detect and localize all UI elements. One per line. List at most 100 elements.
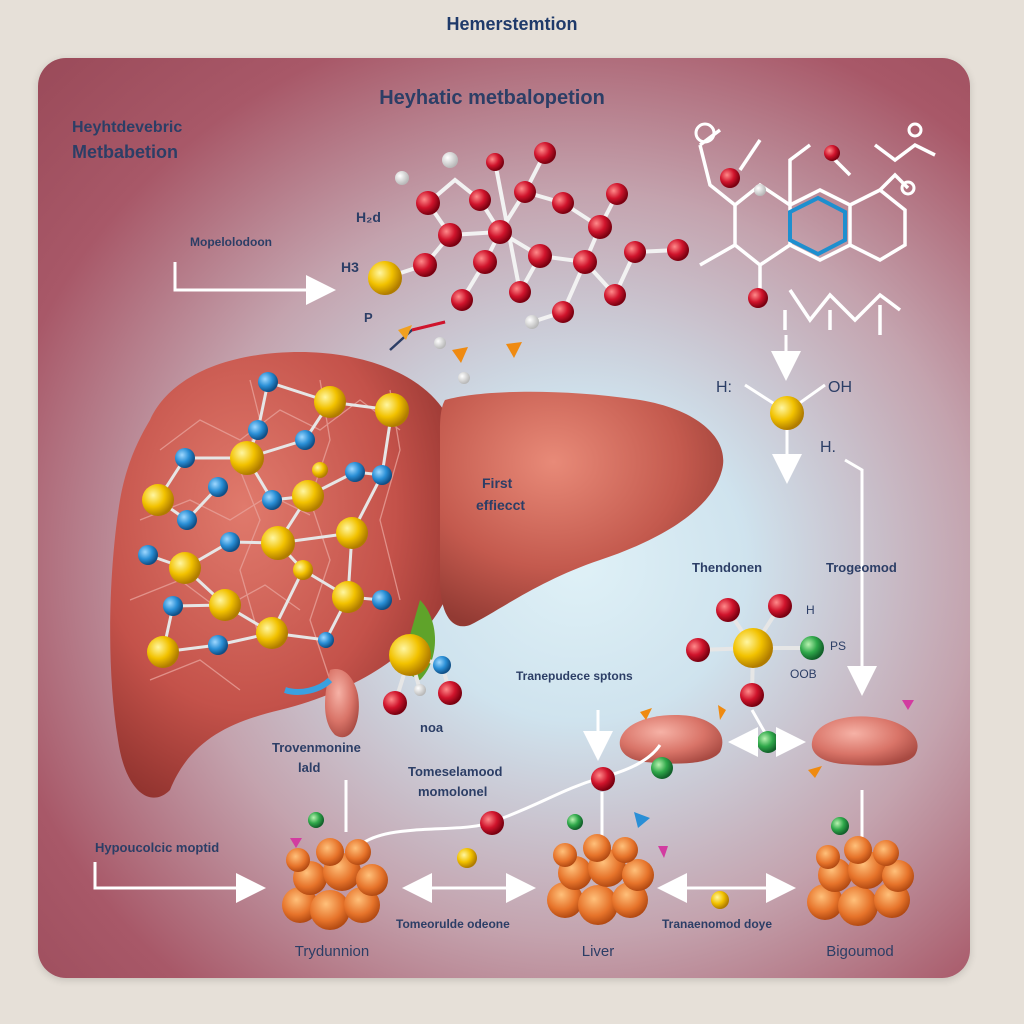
vessel-blue — [284, 677, 333, 695]
atom-red — [624, 241, 646, 263]
atom-red — [416, 191, 440, 215]
atom-blue — [208, 477, 228, 497]
atom-white — [434, 337, 446, 349]
liver-network-atoms — [138, 372, 409, 668]
label-liver: Liver — [582, 943, 615, 960]
fragment-orange — [398, 325, 412, 340]
panel-title: Heyhatic metbalopetion — [379, 87, 605, 109]
atom-red — [588, 215, 612, 239]
label-p: P — [364, 310, 373, 325]
atom-blue — [372, 465, 392, 485]
atom-red — [383, 691, 407, 715]
label-tomeselamood-line2: momolonel — [418, 784, 487, 799]
atom-blue — [175, 448, 195, 468]
atom-blue — [163, 596, 183, 616]
atom-blue — [208, 635, 228, 655]
atom-red — [514, 181, 536, 203]
label-tomeorulde-odeone: Tomeorulde odeone — [396, 917, 510, 931]
atom-blue — [258, 372, 278, 392]
atom-blue — [248, 420, 268, 440]
label-trydunnion: Trydunnion — [295, 943, 370, 960]
atom-yellow — [169, 552, 201, 584]
atom-yellow — [147, 636, 179, 668]
gallbladder — [325, 669, 359, 738]
atom-yellow — [209, 589, 241, 621]
atom-green — [831, 817, 849, 835]
atom-green — [651, 757, 673, 779]
atom-yellow — [770, 396, 804, 430]
side-title-line1: Heyhtdevebric — [72, 119, 182, 136]
atom-blue — [318, 632, 334, 648]
atom-blue — [345, 462, 365, 482]
atom-red — [748, 288, 768, 308]
label-first-effect-line2: effiecct — [476, 497, 525, 513]
atom-white — [907, 122, 923, 138]
atom-red — [606, 183, 628, 205]
tissue-lobe-1 — [619, 715, 723, 764]
atom-green — [308, 812, 324, 828]
atom-red — [438, 223, 462, 247]
skeletal-highlight — [788, 195, 847, 257]
fragment-pink — [290, 838, 302, 848]
liver-large — [110, 352, 464, 798]
atom-blue — [262, 490, 282, 510]
atom-red — [591, 767, 615, 791]
atom-red — [740, 683, 764, 707]
atom-blue — [295, 430, 315, 450]
label-hi: H: — [716, 379, 732, 396]
atom-yellow — [312, 462, 328, 478]
atom-green — [800, 636, 824, 660]
fragment-orange — [640, 708, 652, 720]
atom-green — [567, 814, 583, 830]
atom-yellow — [375, 393, 409, 427]
label-h3: H3 — [341, 259, 359, 275]
atom-blue — [138, 545, 158, 565]
atom-yellow — [230, 441, 264, 475]
cell-cluster-trydunnion — [282, 838, 388, 930]
atom-red — [451, 289, 473, 311]
label-trogeomod: Trogeomod — [826, 560, 897, 575]
atom-yellow — [292, 480, 324, 512]
fragment-pink — [902, 700, 914, 710]
label-oob: OOB — [790, 667, 817, 681]
skeletal-structure — [698, 128, 936, 335]
label-hypoucolcic-moptid: Hypoucolcic moptid — [95, 840, 219, 855]
fragment-pink — [658, 846, 668, 858]
atom-red — [667, 239, 689, 261]
atom-blue — [220, 532, 240, 552]
atom-yellow — [256, 617, 288, 649]
atom-white — [900, 180, 916, 196]
atom-red — [604, 284, 626, 306]
atom-red — [473, 250, 497, 274]
atom-red — [716, 598, 740, 622]
fragment-orange — [808, 766, 822, 778]
atom-yellow — [314, 386, 346, 418]
fragment-orange — [718, 705, 726, 720]
label-h2d: H₂d — [356, 209, 381, 225]
label-h-small: H — [806, 603, 815, 617]
atom-white — [458, 372, 470, 384]
label-transenomod-doye: Tranaenomod doye — [662, 917, 772, 931]
label-trovenmonine-line1: Trovenmonine — [272, 740, 361, 755]
label-noa: noa — [420, 720, 444, 735]
label-thendonen: Thendonen — [692, 560, 762, 575]
atom-red — [534, 142, 556, 164]
atom-yellow — [711, 891, 729, 909]
label-oh: OH — [828, 379, 852, 396]
top-molecule-atoms — [368, 142, 689, 384]
atom-red — [686, 638, 710, 662]
atom-yellow — [389, 634, 431, 676]
fragment-orange — [506, 342, 522, 358]
label-mopelolodoon: Mopelolodoon — [190, 235, 272, 249]
atom-white — [754, 184, 766, 196]
hoh-molecule — [744, 383, 826, 440]
fragment-blue — [634, 812, 650, 828]
small-bond-red — [411, 320, 446, 332]
label-bigoumod: Bigoumod — [826, 943, 894, 960]
cell-cluster-liver — [547, 834, 654, 925]
atom-white — [525, 315, 539, 329]
thendonen-molecule — [686, 594, 824, 707]
atom-green — [757, 731, 779, 753]
cell-cluster-bigoumod — [807, 836, 914, 926]
label-h-dot: H. — [820, 439, 836, 456]
